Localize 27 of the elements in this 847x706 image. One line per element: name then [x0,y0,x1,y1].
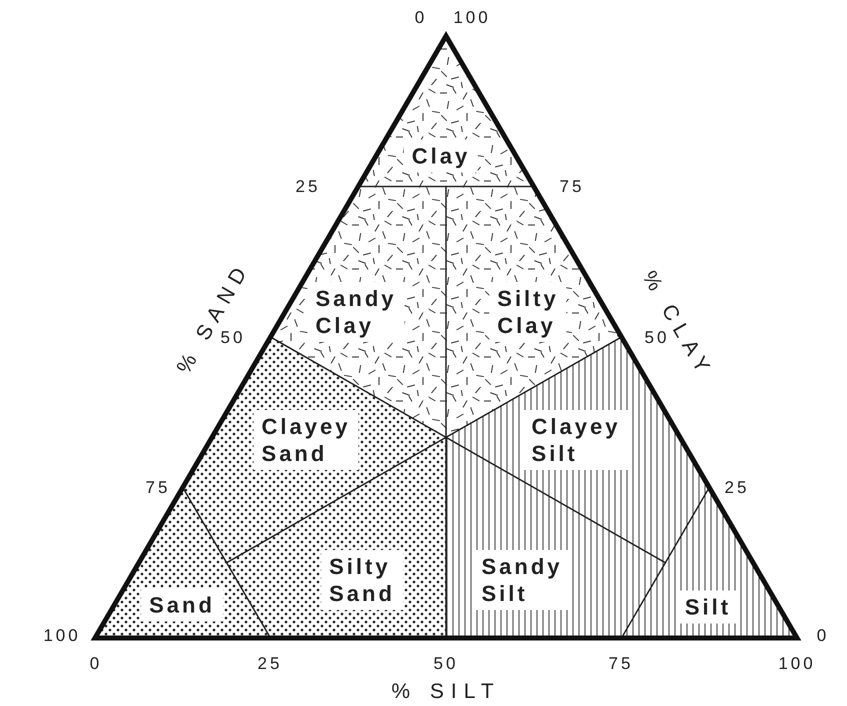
tick-label: 0 [90,654,102,674]
soil-class-label: Clayey Sand [262,413,350,467]
soil-class-label: Silt [684,594,732,620]
label-patch [254,410,358,470]
soil-class-label: Sand [149,592,215,618]
axis-title: % SILT [391,680,501,704]
tick-label: 0 [414,8,428,28]
tick-label: 100 [453,8,491,28]
soil-class-label: Clayey Silt [532,413,620,467]
tick-label: 100 [778,654,816,674]
tick-label: 75 [560,177,584,197]
label-patch [321,550,403,610]
tick-label: 50 [644,328,670,347]
soil-class-label: Silty Sand [329,553,395,607]
soil-class-label: Sandy Silt [481,553,563,607]
tick-label: 0 [816,626,830,646]
label-patch [141,588,223,622]
tick-label: 25 [258,654,282,674]
soil-class-label: Sandy Clay [315,285,397,339]
soil-class-label: Clay [412,142,470,170]
tick-label: 100 [43,626,81,646]
soil-class-label: Silty Clay [497,285,559,339]
tick-label: 75 [608,654,634,674]
tick-label: 25 [724,478,750,498]
tick-label: 25 [296,177,320,197]
tick-label: 75 [146,478,170,498]
tick-label: 50 [434,654,458,674]
